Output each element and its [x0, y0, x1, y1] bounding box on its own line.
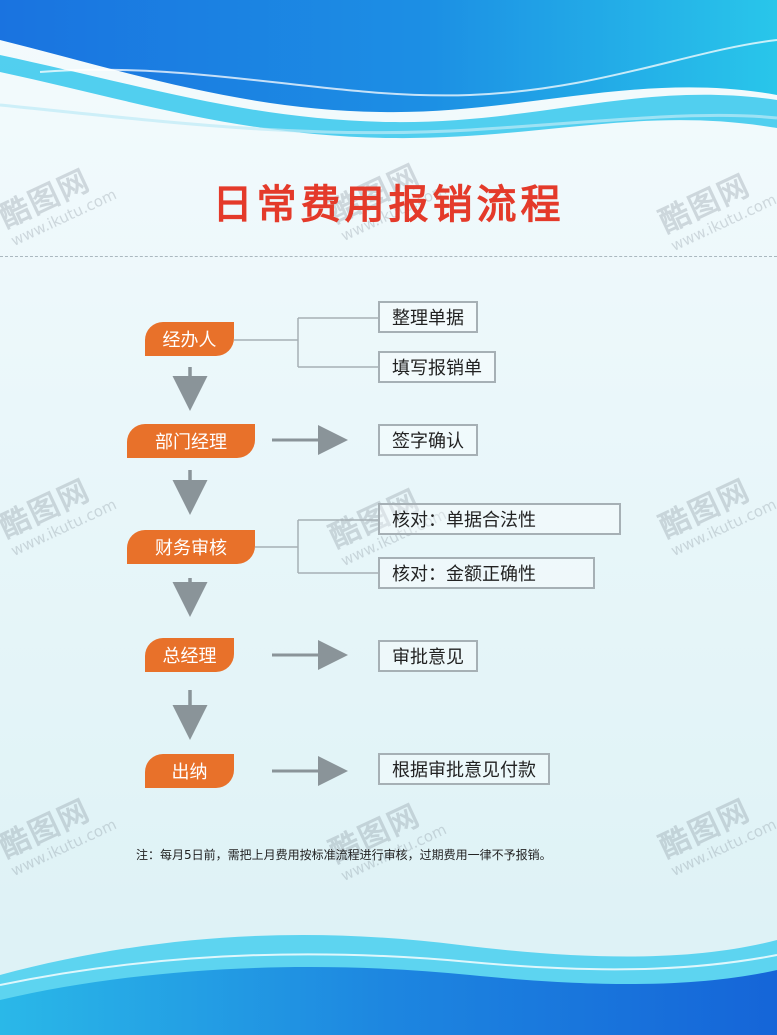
step-node-finance-review: 财务审核 [127, 530, 255, 564]
output-box: 填写报销单 [378, 351, 496, 383]
divider [0, 256, 777, 257]
output-box: 根据审批意见付款 [378, 753, 550, 785]
step-node-handler: 经办人 [145, 322, 234, 356]
page-title: 日常费用报销流程 [212, 182, 565, 228]
step-node-general-manager: 总经理 [145, 638, 234, 672]
output-box: 签字确认 [378, 424, 478, 456]
footnote: 注：每月5日前，需把上月费用按标准流程进行审核，过期费用一律不予报销。 [136, 848, 552, 862]
output-box: 审批意见 [378, 640, 478, 672]
step-node-cashier: 出纳 [145, 754, 234, 788]
output-box: 核对：单据合法性 [378, 503, 621, 535]
step-node-dept-manager: 部门经理 [127, 424, 255, 458]
output-box: 整理单据 [378, 301, 478, 333]
output-box: 核对：金额正确性 [378, 557, 595, 589]
